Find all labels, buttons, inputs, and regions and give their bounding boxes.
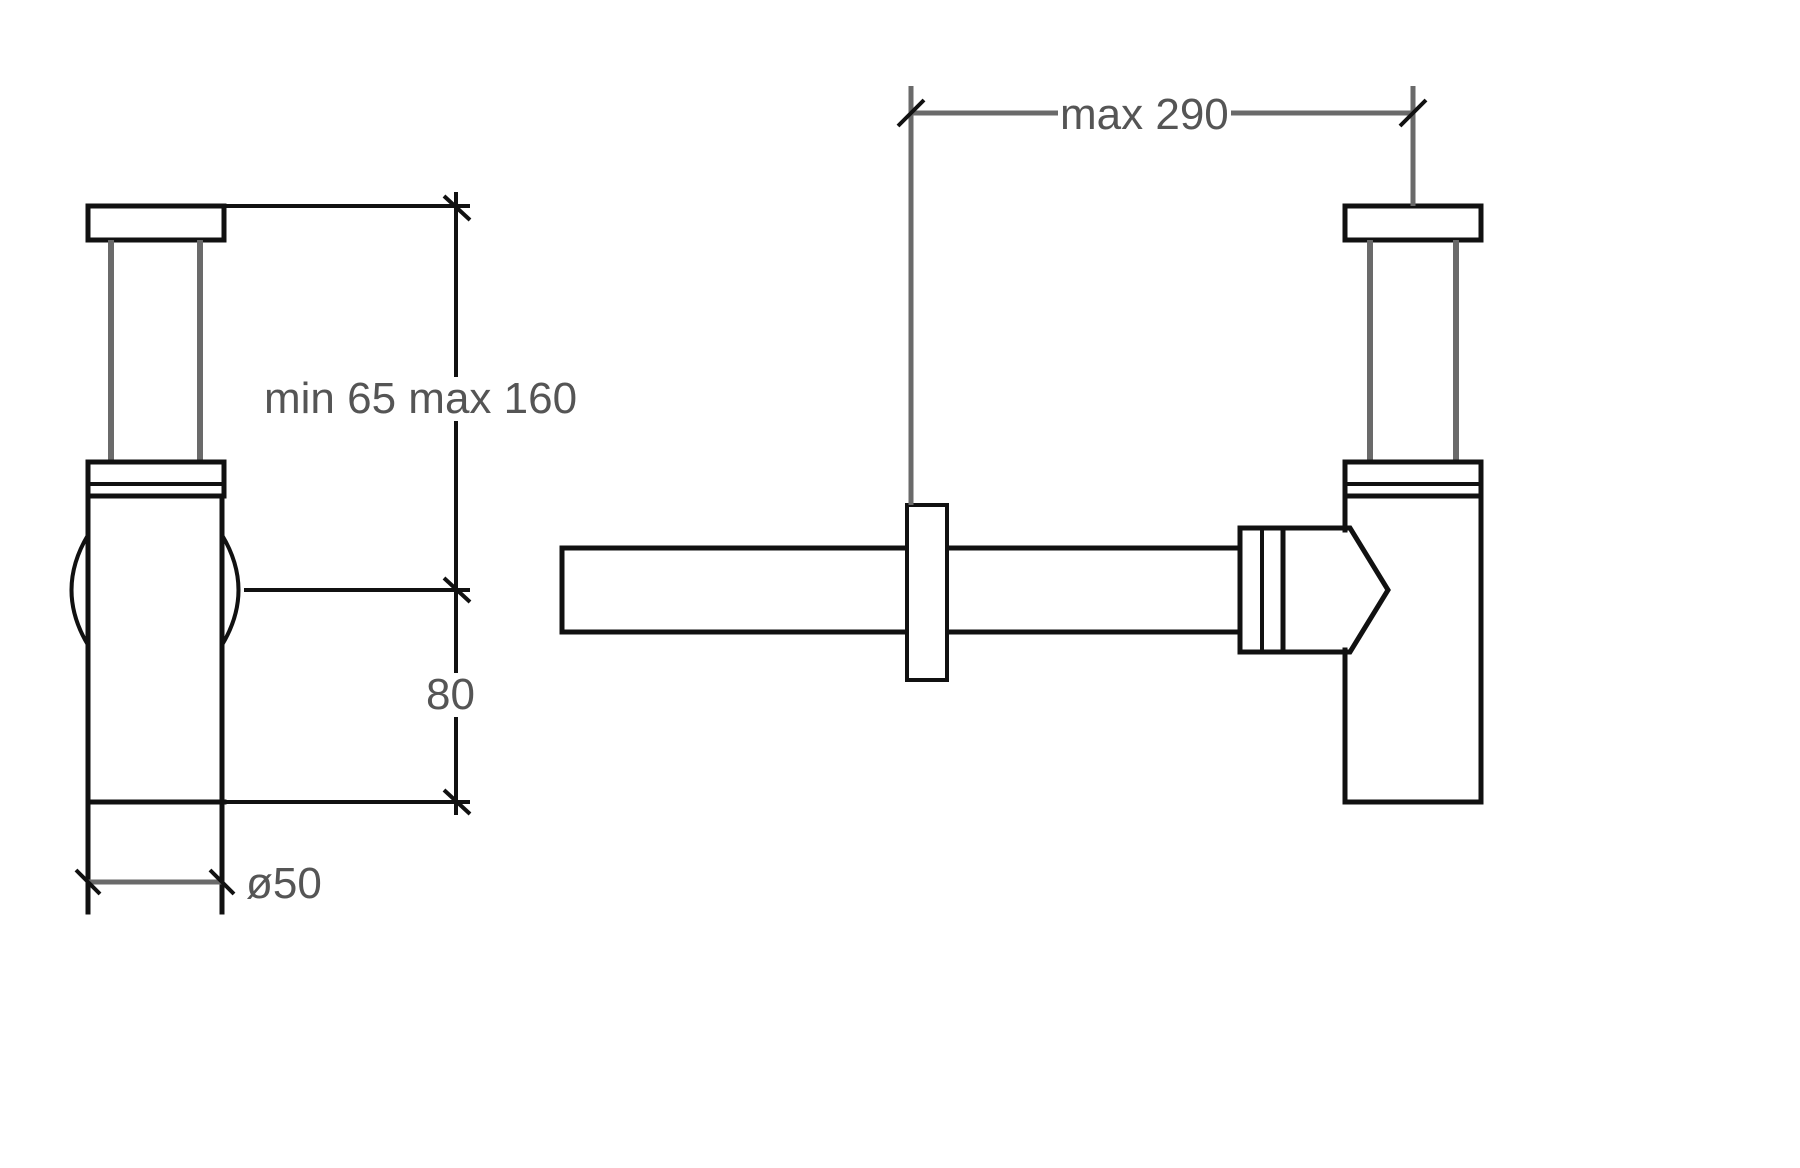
dimension-diameter xyxy=(74,868,236,896)
side-top-flange xyxy=(85,203,227,243)
front-outlet-nut xyxy=(1280,525,1391,655)
side-view xyxy=(69,203,241,915)
side-outlet-bulge-left xyxy=(69,533,90,647)
side-outlet-bulge-right xyxy=(220,533,241,647)
side-body-band xyxy=(85,459,227,499)
front-body-band xyxy=(1342,459,1484,499)
label-height-range: min 65 max 160 xyxy=(262,374,580,423)
label-diameter: ø50 xyxy=(246,859,322,908)
technical-drawing xyxy=(69,86,1484,915)
dimension-max-length xyxy=(896,86,1428,505)
front-top-flange xyxy=(1342,203,1484,243)
label-outlet-height: 80 xyxy=(424,670,477,719)
front-wall-rosette xyxy=(905,503,949,682)
label-max-length: max 290 xyxy=(1058,90,1231,139)
front-view xyxy=(559,203,1484,805)
